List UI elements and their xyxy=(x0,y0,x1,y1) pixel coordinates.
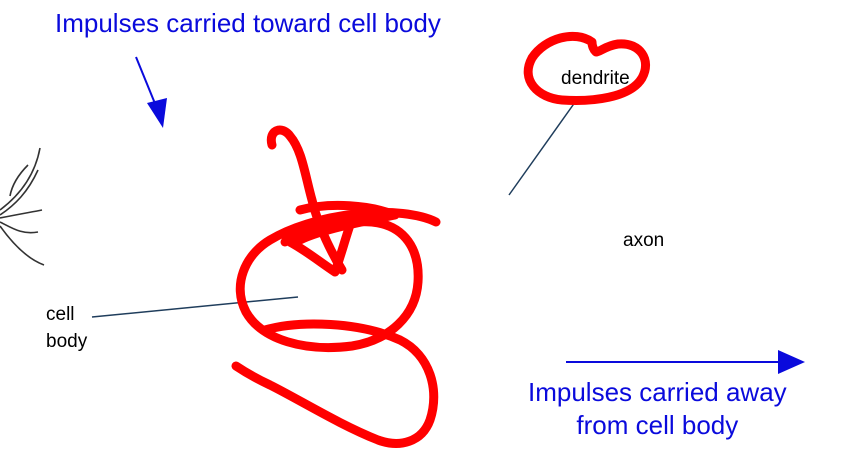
caption-impulses-toward: Impulses carried toward cell body xyxy=(55,8,441,39)
caption-away-line1: Impulses carried away xyxy=(528,376,787,409)
caption-away-line2: from cell body xyxy=(528,409,787,442)
label-cell-body: cell body xyxy=(46,302,106,355)
caption-impulses-away: Impulses carried away from cell body xyxy=(528,376,787,441)
red-lower-loop xyxy=(236,324,434,443)
arrow-toward-cell-body xyxy=(136,57,167,128)
cell-body-leader-line xyxy=(92,297,298,317)
dendrite-sketch xyxy=(0,148,44,265)
label-dendrite: dendrite xyxy=(561,68,630,90)
dendrite-leader-line xyxy=(509,98,578,195)
label-cell-body-line1: cell xyxy=(46,302,106,329)
label-axon: axon xyxy=(623,230,664,252)
arrow-away-from-cell-body xyxy=(566,350,805,374)
label-cell-body-line2: body xyxy=(46,329,106,356)
